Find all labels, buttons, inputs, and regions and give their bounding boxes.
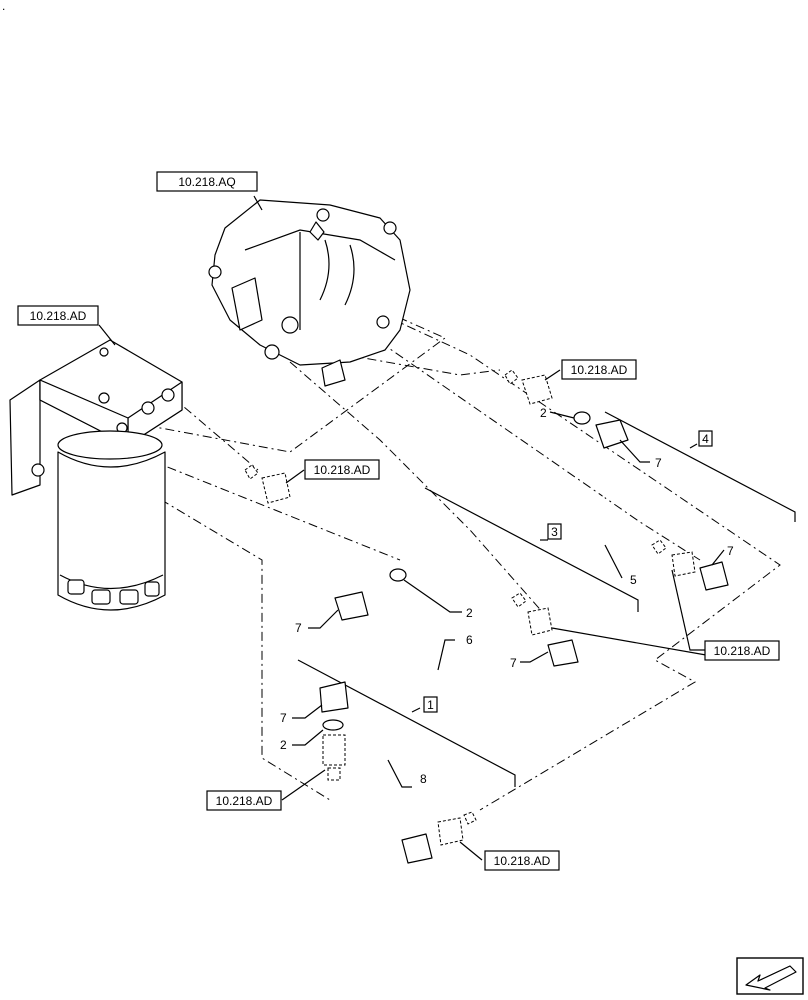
- corner-mark: .: [2, 0, 5, 13]
- group-4-label: 4: [702, 432, 709, 446]
- group-1-box: 1: [423, 696, 438, 713]
- reference-filter-text: 10.218.AD: [30, 309, 87, 323]
- callout-7-left: 7: [295, 621, 302, 635]
- reference-top-fitting-box: 10.218.AD: [561, 359, 637, 380]
- callout-2-bottom: 2: [280, 738, 287, 752]
- reference-bottom-left-fitting-box: 10.218.AD: [206, 790, 282, 811]
- reference-filter-box: 10.218.AD: [17, 305, 99, 326]
- reference-pump-box: 10.218.AQ: [156, 171, 258, 192]
- reference-bottom-left-fitting-text: 10.218.AD: [216, 794, 273, 808]
- reference-bottom-right-fitting-text: 10.218.AD: [494, 854, 551, 868]
- reference-right-fitting-box: 10.218.AD: [704, 640, 780, 661]
- callout-8: 8: [420, 772, 427, 786]
- leader-lines: [98, 195, 725, 861]
- callout-2-top: 2: [540, 406, 547, 420]
- reference-bottom-right-fitting-box: 10.218.AD: [484, 850, 560, 871]
- routing-lines: [127, 317, 781, 811]
- group-3-label: 3: [551, 525, 558, 539]
- callout-6: 6: [466, 633, 473, 647]
- reference-mid-fitting-box: 10.218.AD: [304, 459, 380, 480]
- group-brackets: [297, 411, 796, 787]
- fittings: [244, 369, 696, 846]
- reference-mid-fitting-text: 10.218.AD: [314, 463, 371, 477]
- group-1-label: 1: [427, 698, 434, 712]
- callout-7-right: 7: [727, 544, 734, 558]
- group-3-box: 3: [547, 523, 562, 540]
- fuel-injection-pump: [208, 199, 411, 387]
- callout-5: 5: [630, 573, 637, 587]
- navigation-arrow-icon[interactable]: [736, 957, 804, 995]
- callout-2-mid: 2: [466, 606, 473, 620]
- part-callouts: 2 7 5 7 2 7 6 7 7 2 8: [280, 406, 734, 786]
- reference-top-fitting-text: 10.218.AD: [571, 363, 628, 377]
- fuel-filter-assembly: [9, 339, 183, 611]
- callout-7-bottom: 7: [280, 711, 287, 725]
- group-4-box: 4: [698, 430, 713, 447]
- reference-pump-text: 10.218.AQ: [178, 175, 235, 189]
- fuel-lines: [319, 419, 729, 864]
- callout-7-top: 7: [655, 456, 662, 470]
- o-rings: [322, 411, 591, 731]
- reference-right-fitting-text: 10.218.AD: [714, 644, 771, 658]
- callout-7-mid: 7: [510, 656, 517, 670]
